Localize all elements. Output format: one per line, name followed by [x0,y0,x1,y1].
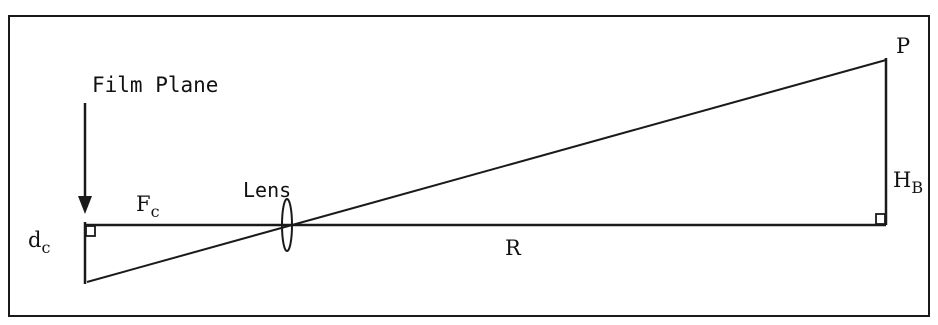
film-plane-arrow-head [78,196,92,214]
lens-label: Lens [243,178,291,202]
focal-length-label: Fc [136,192,160,221]
light-ray [86,59,887,283]
object-height-label: HB [893,168,923,197]
object-point-label: P [896,34,910,58]
range-label: R [505,236,522,260]
lens-icon [281,198,293,252]
right-angle-marker-film [85,225,96,237]
diagram-frame [8,15,930,317]
film-plane-label: Film Plane [92,73,218,97]
right-angle-marker-object [875,213,886,225]
image-size-label: dc [28,228,50,257]
